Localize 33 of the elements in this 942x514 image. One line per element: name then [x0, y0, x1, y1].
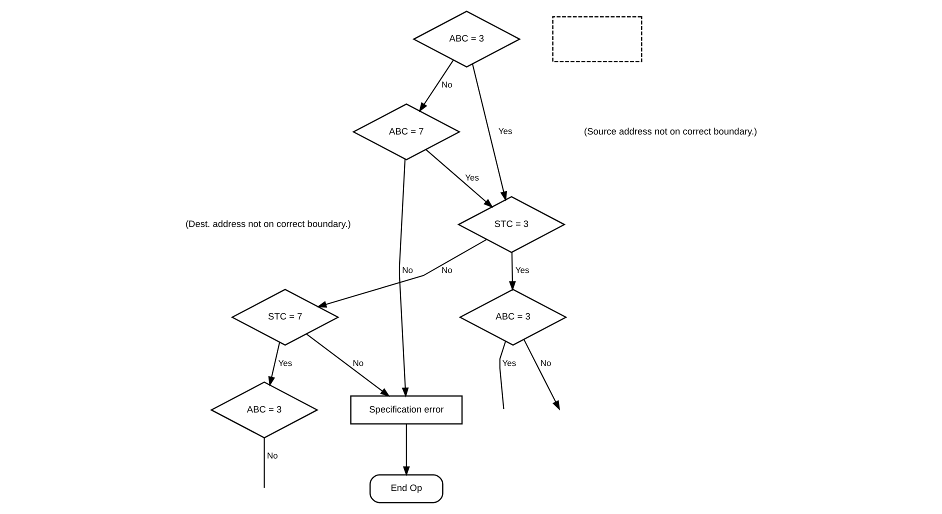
node-box: End Op — [369, 474, 443, 504]
edge-label: Yes — [502, 358, 516, 368]
node-box: Specification error — [350, 395, 462, 424]
node-diamond: STC = 3 — [456, 196, 566, 254]
node-diamond: STC = 7 — [230, 288, 339, 346]
node-box — [552, 16, 642, 62]
arrow — [402, 424, 410, 476]
node-diamond: ABC = 3 — [458, 288, 567, 346]
edge-label: No — [402, 265, 413, 276]
edge-label: No — [352, 358, 364, 368]
arrow — [306, 334, 390, 397]
edge-label: Yes — [514, 265, 529, 276]
arrow — [508, 252, 516, 292]
edge-label: No — [441, 265, 452, 276]
arrow — [472, 64, 507, 202]
arrow — [268, 342, 280, 386]
edge-label: No — [441, 80, 452, 90]
arrow — [425, 149, 493, 208]
node-diamond: ABC = 3 — [412, 10, 520, 68]
arrow — [418, 60, 454, 112]
edge-label: Yes — [498, 126, 512, 136]
edge-label: No — [540, 358, 551, 368]
connector — [263, 438, 264, 488]
node-diamond: ABC = 3 — [210, 381, 318, 438]
arrow — [316, 238, 486, 308]
label: (Source address not on correct boundary.) — [584, 126, 757, 136]
edge-label: No — [266, 450, 278, 460]
arrow — [522, 339, 560, 410]
label: (Dest. address not on correct boundary.) — [184, 218, 350, 229]
edge-label: Yes — [278, 358, 292, 368]
arrow — [398, 159, 408, 398]
edge-label: Yes — [464, 172, 478, 182]
connector — [498, 341, 506, 410]
